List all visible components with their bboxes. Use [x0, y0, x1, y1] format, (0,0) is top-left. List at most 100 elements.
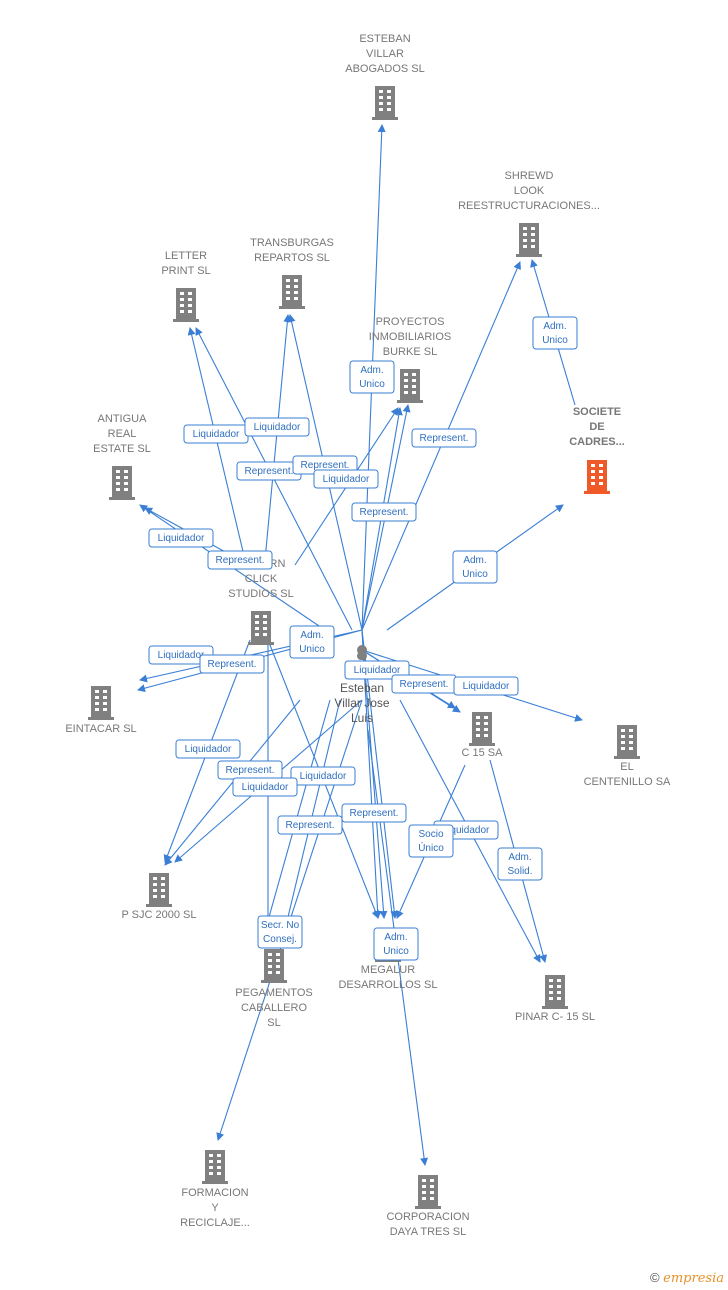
badge-text: Represent. — [360, 507, 409, 518]
company-label: REAL — [108, 428, 137, 440]
badge-text: Represent. — [245, 466, 294, 477]
badge-box — [453, 676, 519, 696]
role-badge[interactable]: Adm.Unico — [532, 316, 578, 350]
badge-box — [373, 927, 419, 961]
badge-text: Unico — [299, 644, 325, 655]
role-badge[interactable]: Liquidador — [232, 777, 298, 797]
company-label: CENTENILLO SA — [584, 776, 671, 788]
person-name: Esteban — [340, 681, 384, 695]
role-badge[interactable]: Represent. — [236, 461, 302, 481]
building-icon — [146, 873, 172, 907]
company-node-shrewd-look[interactable]: SHREWDLOOKREESTRUCTURACIONES... — [458, 170, 600, 257]
badge-box — [452, 550, 498, 584]
role-badge[interactable]: Represent. — [341, 803, 407, 823]
badge-text: Liquidador — [323, 474, 370, 485]
building-icon — [88, 686, 114, 720]
badge-text: Liquidador — [300, 771, 347, 782]
company-label: ESTEBAN — [359, 33, 410, 45]
badge-text: Represent. — [208, 659, 257, 670]
role-badge[interactable]: Liquidador — [175, 739, 241, 759]
role-badge[interactable]: Represent. — [217, 760, 283, 780]
badge-text: Liquidador — [254, 422, 301, 433]
company-node-esteban-villar-abogados[interactable]: ESTEBAN VILLAR ABOGADOS SL — [345, 33, 425, 120]
role-badge[interactable]: Liquidador — [148, 528, 214, 548]
company-node-pinar-c15[interactable]: PINAR C- 15 SL — [515, 975, 595, 1023]
company-label: DESARROLLOS SL — [338, 979, 437, 991]
badge-text: Represent. — [350, 808, 399, 819]
role-badge[interactable]: Represent. — [411, 428, 477, 448]
company-node-formacion[interactable]: FORMACIONYRECICLAJE... — [180, 1150, 250, 1229]
role-badge[interactable]: Liquidador — [183, 424, 249, 444]
badge-box — [344, 660, 410, 680]
company-label: SL — [267, 1017, 280, 1029]
role-badge[interactable]: Adm.Unico — [373, 927, 419, 961]
badge-text: Represent. — [216, 555, 265, 566]
role-badge[interactable]: Adm.Solid. — [497, 847, 543, 881]
badge-box — [408, 824, 454, 858]
badge-text: Represent. — [301, 460, 350, 471]
role-badge[interactable]: Adm.Unico — [349, 360, 395, 394]
company-node-megalur[interactable]: MEGALUR DESARROLLOS SL — [338, 928, 438, 991]
building-icon — [542, 975, 568, 1009]
footer-brand[interactable]: © empresia — [650, 1270, 724, 1286]
badge-box — [199, 654, 265, 674]
company-label: CABALLERO — [241, 1002, 307, 1014]
role-badge[interactable]: Represent. — [207, 550, 273, 570]
edges-layer — [137, 124, 583, 1166]
company-label: ABOGADOS SL — [345, 63, 424, 75]
role-badge[interactable]: Liquidador — [313, 469, 379, 489]
company-node-psjc2000[interactable]: P SJC 2000 SL — [121, 873, 197, 921]
badge-text: Liquidador — [185, 744, 232, 755]
badge-box — [349, 360, 395, 394]
role-badge[interactable]: Liquidador — [344, 660, 410, 680]
company-label: LETTER — [165, 250, 207, 262]
company-label: P SJC 2000 SL — [121, 909, 196, 921]
company-label: MEGALUR — [361, 964, 415, 976]
role-badge[interactable]: Adm.Unico — [289, 625, 335, 659]
company-label: RECICLAJE... — [180, 1217, 250, 1229]
company-label: DE — [589, 421, 604, 433]
role-badge[interactable]: Represent. — [277, 815, 343, 835]
company-label: REESTRUCTURACIONES... — [458, 200, 600, 212]
badge-text: Único — [418, 841, 444, 854]
role-badge[interactable]: Represent. — [351, 502, 417, 522]
role-badge[interactable]: Represent. — [199, 654, 265, 674]
company-label: LOOK — [514, 185, 545, 197]
role-badge[interactable]: Liquidador — [290, 766, 356, 786]
copyright-symbol: © — [649, 1270, 660, 1285]
company-node-societe-cadres[interactable]: SOCIETEDECADRES... — [569, 406, 625, 494]
role-badge[interactable]: Liquidador — [244, 417, 310, 437]
role-badge[interactable]: Adm.Unico — [452, 550, 498, 584]
badge-text: Adm. — [543, 321, 566, 332]
building-icon — [584, 460, 610, 494]
building-icon — [109, 466, 135, 500]
brand-name: empresia — [663, 1271, 724, 1286]
company-node-eintacar[interactable]: EINTACAR SL — [65, 686, 137, 735]
badge-box — [532, 316, 578, 350]
badge-text: Represent. — [420, 433, 469, 444]
building-icon — [261, 949, 287, 983]
role-badge[interactable]: Represent. — [391, 674, 457, 694]
badge-text: Represent. — [226, 765, 275, 776]
badge-box — [351, 502, 417, 522]
badge-text: Adm. — [463, 555, 486, 566]
badge-box — [341, 803, 407, 823]
company-label: TRANSBURGAS — [250, 237, 334, 249]
badges-layer: Adm.UnicoAdm.UnicoLiquidadorLiquidadorRe… — [148, 316, 578, 961]
company-node-c15[interactable]: C 15 SA — [462, 712, 504, 759]
company-label: VILLAR — [366, 48, 404, 60]
badge-text: Adm. — [384, 932, 407, 943]
badge-text: Liquidador — [158, 533, 205, 544]
role-badge[interactable]: Liquidador — [453, 676, 519, 696]
